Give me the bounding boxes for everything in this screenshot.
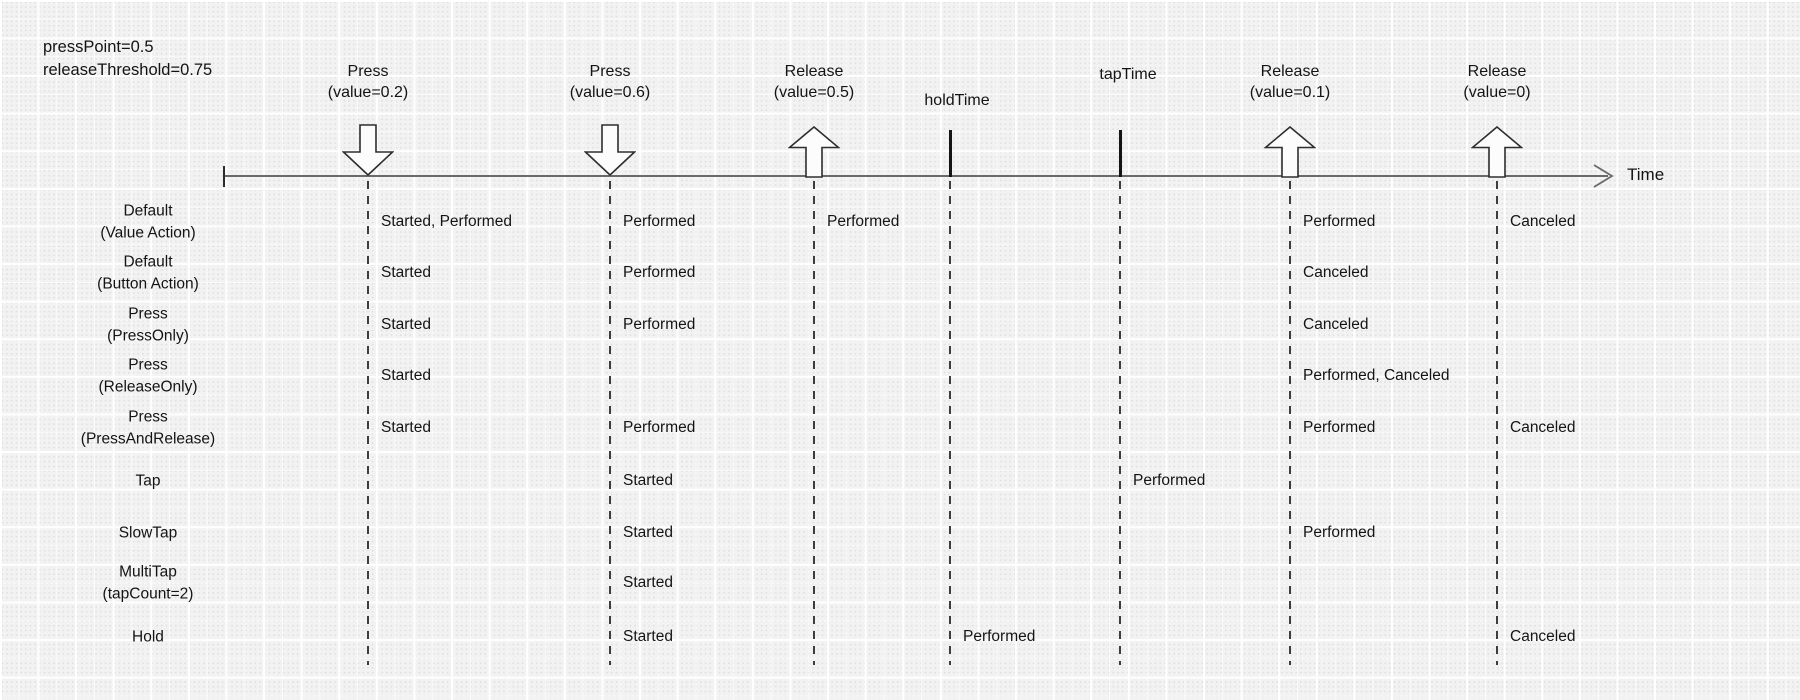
event-dashed-line [1289,181,1291,665]
row-label-line: Press [128,305,168,323]
row-label-7: MultiTap (tapCount=2) [33,562,263,605]
event-label-line: (value=0.6) [569,84,651,101]
phase-cell: Started [381,264,431,281]
press-point-parameter: pressPoint=0.5 [43,38,154,56]
phase-cell: Canceled [1510,419,1576,436]
phase-cell: Performed [623,213,696,230]
time-axis-line [224,175,1608,177]
phase-cell: Performed [623,419,696,436]
row-label-3: Press (ReleaseOnly) [33,355,263,398]
event-label-release-value-0: Release (value=0) [1463,61,1530,103]
phase-cell: Canceled [1303,316,1369,333]
press-down-arrow-icon [583,124,637,177]
event-label-line: (value=0) [1463,84,1531,101]
phase-cell: Started, Performed [381,213,512,230]
time-marker-tick [948,130,952,177]
event-label-press-value-0-6: Press (value=0.6) [570,61,651,103]
row-label-line: (Value Action) [100,224,196,241]
event-label-tap-time: tapTime [1099,64,1156,85]
event-label-line: (value=0.5) [773,84,855,101]
phase-cell: Performed [1303,213,1376,230]
event-label-line: holdTime [924,92,990,109]
axis-arrowhead-icon [1593,164,1614,188]
phase-cell: Performed [1133,472,1206,489]
phase-cell: Performed [623,264,696,281]
phase-cell: Performed [1303,524,1376,541]
row-label-line: Tap [135,472,161,490]
row-label-line: Hold [132,628,164,646]
row-label-line: Press [128,356,168,374]
phase-cell: Canceled [1510,213,1576,230]
event-label-line: (value=0.2) [327,84,409,101]
row-label-1: Default (Button Action) [33,252,263,295]
row-label-2: Press (PressOnly) [33,304,263,347]
event-dashed-line [1496,181,1498,665]
phase-cell: Started [623,472,673,489]
phase-cell: Performed [623,316,696,333]
phase-cell: Performed, Canceled [1303,367,1450,384]
phase-cell: Canceled [1510,628,1576,645]
event-label-line: (value=0.1) [1249,84,1331,101]
release-up-arrow-icon [1263,125,1317,178]
event-dashed-line [609,181,611,665]
phase-cell: Performed [963,628,1036,645]
row-label-8: Hold [33,626,263,648]
event-label-line: Release [784,63,844,80]
press-down-arrow-icon [341,124,395,177]
phase-cell: Started [623,574,673,591]
phase-cell: Started [623,628,673,645]
event-label-line: Release [1467,63,1527,80]
release-up-arrow-icon [787,125,841,178]
phase-cell: Performed [1303,419,1376,436]
event-dashed-line [1119,181,1121,665]
release-threshold-parameter: releaseThreshold=0.75 [43,61,213,79]
axis-start-tick [223,166,225,187]
event-dashed-line [813,181,815,665]
event-label-line: tapTime [1099,66,1157,83]
parameters-block: pressPoint=0.5 releaseThreshold=0.75 [43,36,212,82]
event-label-line: Press [589,63,631,80]
row-label-line: (PressOnly) [107,327,189,344]
row-label-line: Default [123,253,173,271]
row-label-line: (Button Action) [97,275,199,292]
phase-cell: Started [381,367,431,384]
time-marker-tick [1118,130,1122,177]
row-label-line: MultiTap [119,563,177,581]
event-label-release-value-0-5: Release (value=0.5) [774,61,855,103]
event-label-release-value-0-1: Release (value=0.1) [1250,61,1331,103]
event-dashed-line [949,181,951,665]
row-label-6: SlowTap [33,522,263,544]
row-label-line: Press [128,408,168,426]
phase-cell: Canceled [1303,264,1369,281]
row-label-line: (PressAndRelease) [80,430,216,447]
event-label-line: Press [347,63,389,80]
event-dashed-line [367,181,369,665]
phase-cell: Performed [827,213,900,230]
phase-cell: Started [623,524,673,541]
row-label-line: Default [123,202,173,220]
row-label-line: (tapCount=2) [102,585,194,602]
release-up-arrow-icon [1470,125,1524,178]
event-label-hold-time: holdTime [924,90,989,111]
phase-cell: Started [381,419,431,436]
row-label-line: SlowTap [118,524,178,542]
row-label-0: Default (Value Action) [33,201,263,244]
phase-cell: Started [381,316,431,333]
time-axis-label: Time [1627,165,1665,184]
row-label-4: Press (PressAndRelease) [33,407,263,450]
row-label-line: (ReleaseOnly) [98,378,198,395]
event-label-line: Release [1260,63,1320,80]
row-label-5: Tap [33,470,263,492]
event-label-press-value-0-2: Press (value=0.2) [328,61,409,103]
